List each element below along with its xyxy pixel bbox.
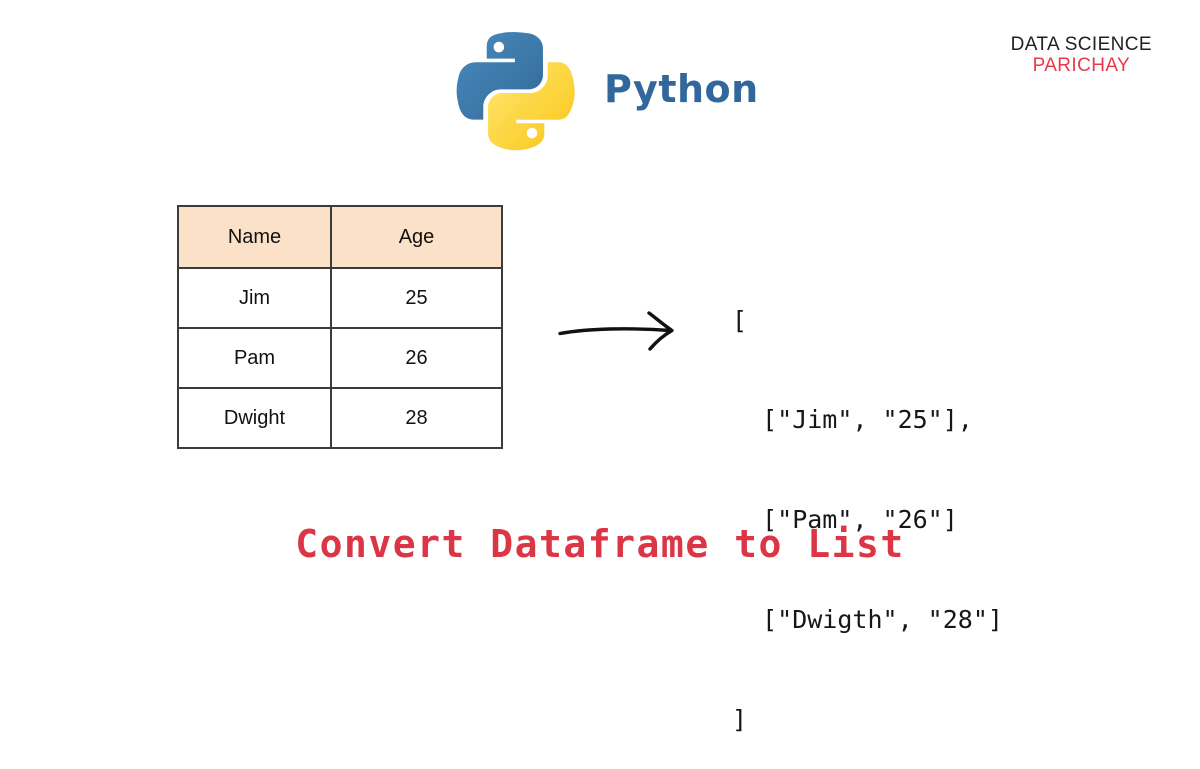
table-row: Dwight 28 (177, 387, 503, 449)
table-row: Jim 25 (177, 267, 503, 329)
list-output-line: ["Dwigth", "28"] (732, 604, 1003, 634)
python-logo-lockup: Python (452, 26, 759, 152)
table-cell-age: 26 (330, 327, 503, 389)
list-output-line: ["Pam", "26"] (732, 505, 958, 534)
table-header-row: Name Age (177, 205, 503, 269)
python-logo-icon (452, 26, 578, 152)
page-title: Convert Dataframe to List (295, 522, 905, 566)
table-cell-name: Pam (177, 327, 332, 389)
list-output-line: ["Jim", "25"], (732, 405, 973, 435)
python-wordmark: Python (604, 67, 759, 111)
list-output-line: [ (732, 305, 748, 335)
list-output-line: ] (732, 704, 748, 734)
table-cell-age: 28 (330, 387, 503, 449)
right-arrow-icon (558, 306, 688, 354)
table-cell-name: Jim (177, 267, 332, 329)
table-header-age: Age (330, 205, 503, 269)
brand-block: DATA SCIENCE PARICHAY (1011, 34, 1152, 77)
dataframe-table: Name Age Jim 25 Pam 26 Dwight 28 (177, 205, 503, 449)
brand-line-parichay: PARICHAY (1032, 55, 1131, 77)
table-row: Pam 26 (177, 327, 503, 389)
table-header-name: Name (177, 205, 332, 269)
table-cell-age: 25 (330, 267, 503, 329)
table-cell-name: Dwight (177, 387, 332, 449)
list-output-block: [ ["Jim", "25"], ["Pam", "26"] ["Dwigth"… (732, 237, 1003, 769)
brand-line-data-science: DATA SCIENCE (1010, 34, 1152, 55)
